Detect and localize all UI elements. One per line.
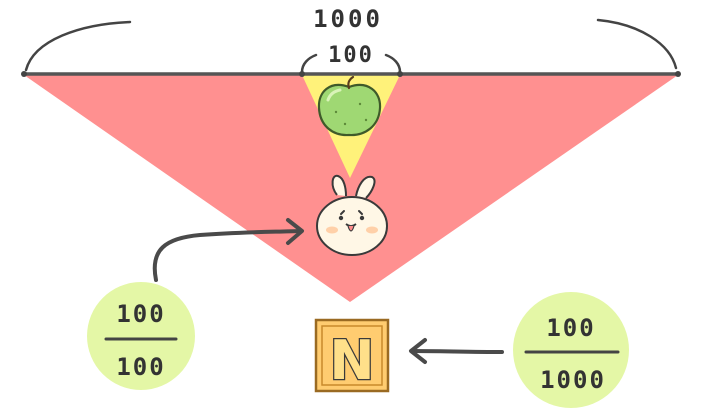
total-width-label: 1000 — [313, 5, 383, 33]
left-fraction-circle: 100 100 — [87, 282, 195, 390]
left-curved-arrow — [152, 218, 304, 282]
right-straight-arrow — [409, 338, 504, 364]
block-letter: N — [329, 329, 374, 392]
object-width-brace — [300, 53, 402, 74]
right-fraction-circle: 100 1000 — [513, 292, 629, 408]
bunny-icon — [316, 174, 388, 256]
right-fraction-denominator: 1000 — [540, 366, 606, 394]
right-fraction-numerator: 100 — [546, 314, 595, 342]
green-apple-icon — [317, 75, 382, 137]
object-width-label: 100 — [328, 43, 374, 68]
letter-n-block-icon: N — [314, 318, 390, 393]
large-view-triangle — [24, 75, 678, 302]
total-width-brace — [24, 18, 678, 72]
left-fraction-denominator: 100 — [116, 353, 165, 381]
left-fraction-numerator: 100 — [116, 300, 165, 328]
